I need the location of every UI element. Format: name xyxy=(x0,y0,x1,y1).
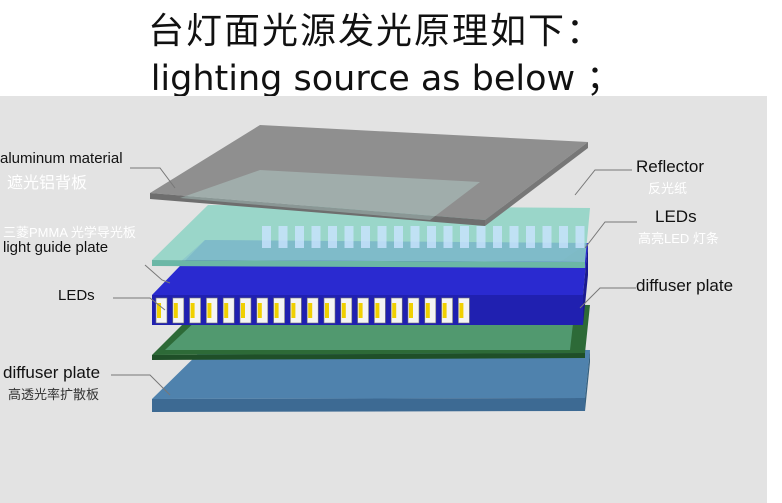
led-chip-front xyxy=(374,297,386,324)
led-chip-emitter xyxy=(224,303,229,318)
led-chip-upper xyxy=(278,226,288,248)
led-chip-upper xyxy=(311,226,321,248)
diagram-panel: aluminum material 遮光铝背板 Reflector 反光纸 三菱… xyxy=(0,96,767,503)
led-chip-upper xyxy=(559,226,568,248)
label-aluminum-cn: 遮光铝背板 xyxy=(7,175,88,192)
label-leds-right-cn: 高亮LED 灯条 xyxy=(638,231,719,246)
led-chip-upper xyxy=(443,226,453,248)
led-chip-front xyxy=(458,297,470,324)
led-chip-front xyxy=(155,297,168,324)
led-chip-upper xyxy=(526,226,535,248)
led-chip-upper xyxy=(542,226,552,248)
front-led-row xyxy=(155,297,470,324)
title-english: lighting source as below ； xyxy=(150,59,622,99)
label-diffuser-right-en: diffuser plate xyxy=(636,276,734,295)
led-chip-upper xyxy=(295,226,304,248)
led-chip-emitter xyxy=(173,303,178,318)
layer-stack-diagram xyxy=(111,125,637,412)
led-chip-upper xyxy=(377,226,387,248)
title-chinese: 台灯面光源发光原理如下： xyxy=(147,11,604,52)
led-chip-emitter xyxy=(459,303,464,318)
label-leds-left-en: LEDs xyxy=(58,287,95,304)
led-chip-upper xyxy=(410,226,420,248)
led-chip-emitter xyxy=(442,303,447,318)
led-chip-upper xyxy=(262,226,271,248)
led-chip-front xyxy=(206,297,218,324)
led-chip-emitter xyxy=(341,303,346,318)
led-chip-upper xyxy=(394,226,403,248)
led-chip-front xyxy=(441,297,453,324)
label-diffuser-left-cn: 高透光率扩散板 xyxy=(8,387,100,402)
led-chip-upper xyxy=(493,226,502,248)
led-chip-emitter xyxy=(274,303,279,318)
led-chip-emitter xyxy=(425,303,430,318)
led-chip-upper xyxy=(344,226,354,248)
led-chip-emitter xyxy=(308,303,313,318)
upper-led-row xyxy=(262,226,585,248)
diffuser-layer xyxy=(152,347,590,412)
led-chip-front xyxy=(357,297,369,324)
led-chip-emitter xyxy=(375,303,380,318)
led-chip-upper xyxy=(328,226,337,248)
led-chip-emitter xyxy=(257,303,262,318)
led-chip-front xyxy=(323,297,336,324)
led-chip-upper xyxy=(476,226,486,248)
led-chip-emitter xyxy=(207,303,212,318)
led-chip-upper xyxy=(427,226,436,248)
led-chip-upper xyxy=(509,226,519,248)
led-chip-front xyxy=(340,297,353,324)
label-leds-right-en: LEDs xyxy=(655,207,697,226)
led-chip-emitter xyxy=(157,303,161,318)
label-light-guide-cn: 三菱PMMA 光学导光板 xyxy=(3,225,136,240)
label-light-guide-en: light guide plate xyxy=(3,239,109,256)
led-chip-emitter xyxy=(190,303,195,318)
led-chip-front xyxy=(424,297,437,324)
led-chip-front xyxy=(306,297,319,324)
led-chip-front xyxy=(256,297,269,324)
led-chip-front xyxy=(290,297,302,324)
led-chip-emitter xyxy=(358,303,363,318)
label-aluminum-en: aluminum material xyxy=(0,150,123,167)
led-chip-upper xyxy=(575,226,585,248)
leader-lines xyxy=(111,167,637,396)
label-reflector-en: Reflector xyxy=(636,157,705,176)
label-diffuser-left-en: diffuser plate xyxy=(3,363,101,382)
led-chip-front xyxy=(390,297,403,324)
led-chip-front xyxy=(222,297,235,324)
led-chip-front xyxy=(407,297,420,324)
led-chip-emitter xyxy=(325,303,329,318)
led-chip-emitter xyxy=(392,303,397,318)
led-chip-upper xyxy=(361,226,370,248)
aluminum-layer xyxy=(150,125,588,226)
led-chip-emitter xyxy=(291,303,296,318)
label-reflector-cn: 反光纸 xyxy=(648,181,688,196)
led-chip-emitter xyxy=(241,303,245,318)
led-chip-front xyxy=(189,297,201,324)
led-chip-front xyxy=(239,297,252,324)
led-chip-emitter xyxy=(409,303,413,318)
led-chip-front xyxy=(172,297,185,324)
led-chip-upper xyxy=(460,226,469,248)
led-chip-front xyxy=(273,297,285,324)
